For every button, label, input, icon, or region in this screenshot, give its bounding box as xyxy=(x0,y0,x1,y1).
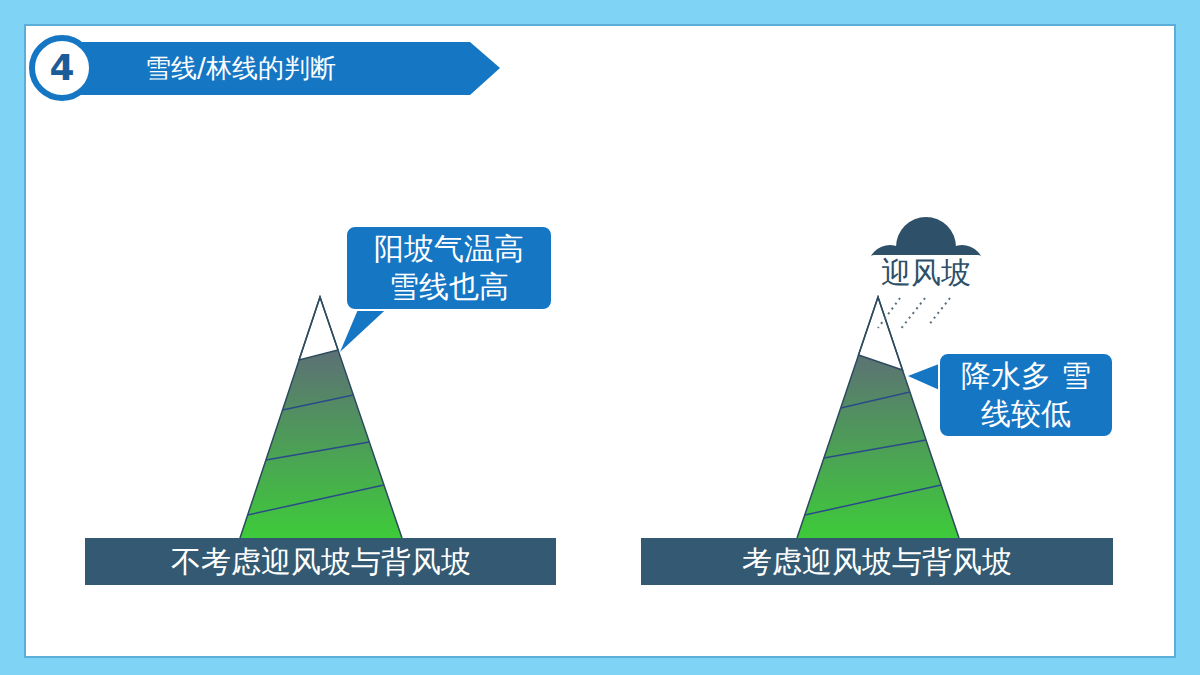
mountain-right xyxy=(797,297,959,538)
node-text: 迎风坡 xyxy=(868,255,984,291)
callout-number: 4 xyxy=(32,46,92,90)
cloud-callout: 迎风坡 xyxy=(858,215,994,295)
number-circle xyxy=(32,38,92,98)
rain xyxy=(878,298,950,330)
node-text: 考虑迎风坡与背风坡 xyxy=(742,544,1012,580)
caption-band: 不考虑迎风坡与背风坡 xyxy=(85,538,556,585)
node-text: 不考虑迎风坡与背风坡 xyxy=(171,544,471,580)
title-banner xyxy=(75,42,500,95)
node-text: 降水多 雪线较低 xyxy=(950,357,1102,433)
caption-band: 考虑迎风坡与背风坡 xyxy=(641,538,1113,585)
node-text: 阳坡气温高 雪线也高 xyxy=(357,230,541,306)
page-panel xyxy=(25,25,1175,657)
mountain-left xyxy=(240,297,402,538)
callout-bubble: 降水多 雪线较低 xyxy=(938,352,1114,438)
callout-bubble: 阳坡气温高 雪线也高 xyxy=(345,225,553,311)
title-text: 雪线/林线的判断 xyxy=(145,50,336,86)
